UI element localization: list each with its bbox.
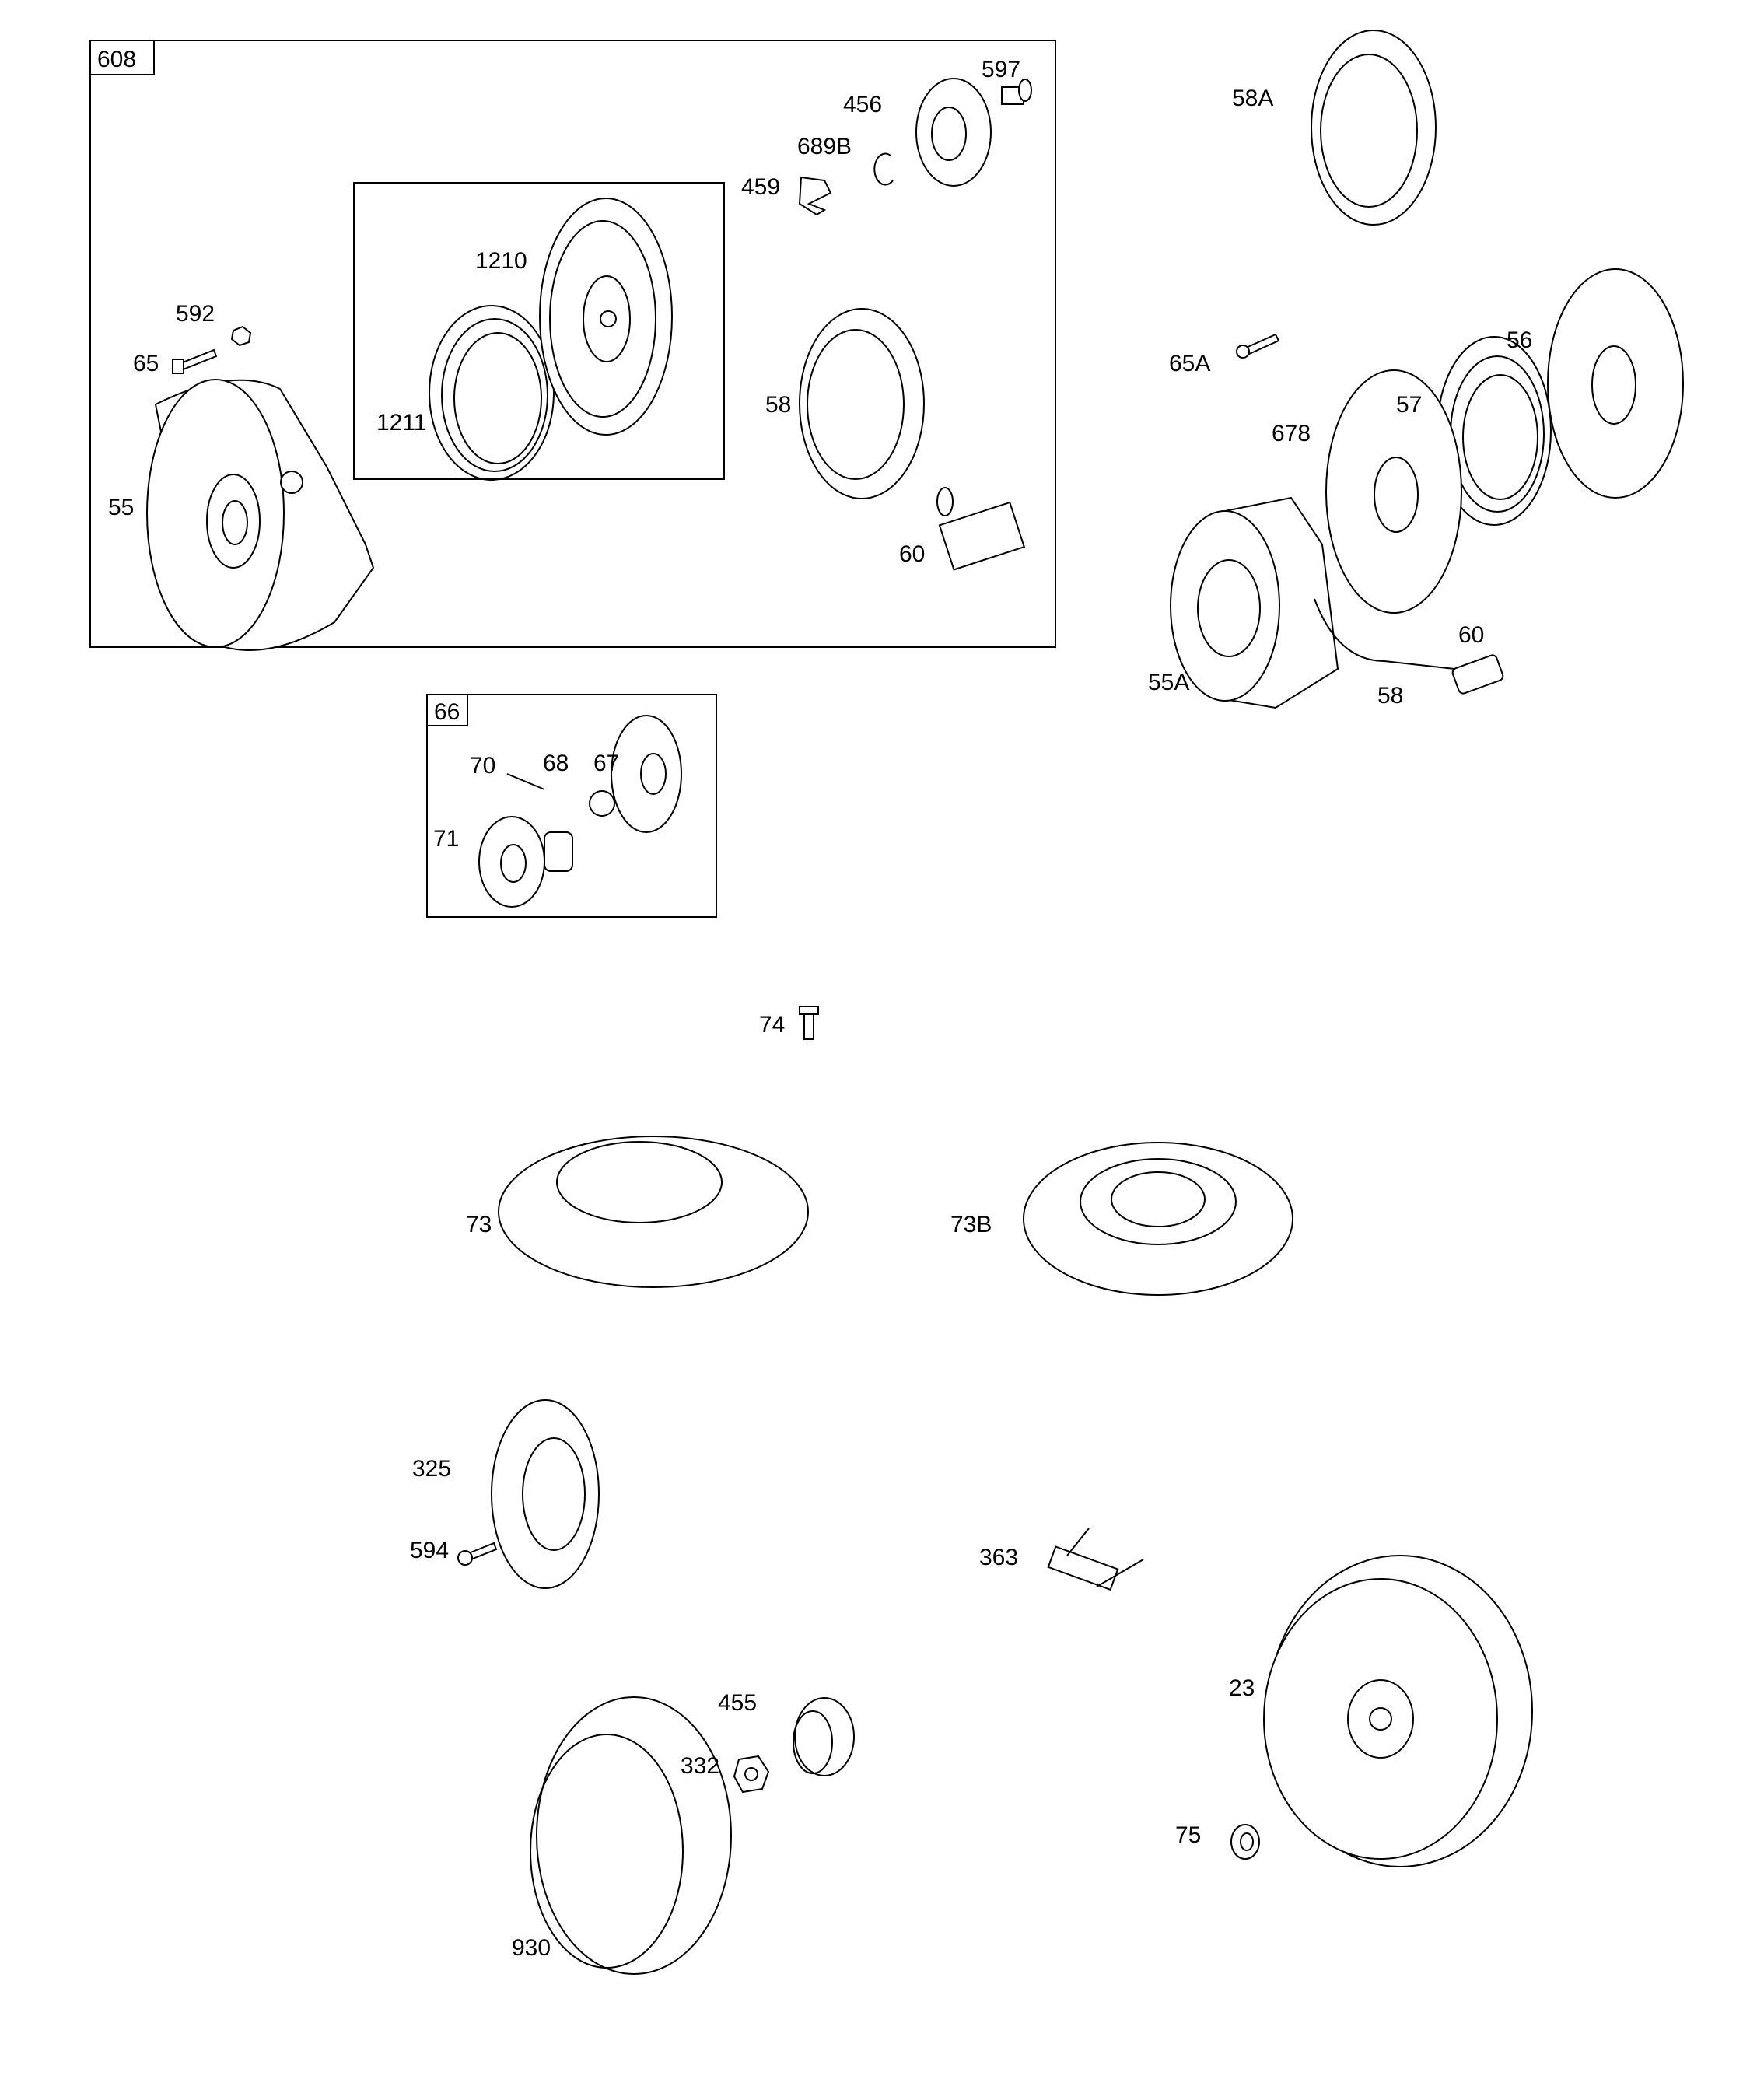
- part-68-ball[interactable]: [589, 790, 615, 817]
- part-363-bracket[interactable]: [1047, 1528, 1144, 1591]
- group-66-label: 66: [434, 699, 460, 725]
- group-608-label: 608: [97, 47, 136, 72]
- part-459-pawl[interactable]: [798, 176, 832, 216]
- label-74: 74: [759, 1012, 785, 1038]
- label-689B: 689B: [797, 134, 852, 159]
- label-594: 594: [410, 1538, 449, 1563]
- label-592: 592: [176, 301, 215, 327]
- part-1210-pulley[interactable]: [539, 198, 673, 436]
- label-73: 73: [466, 1212, 492, 1237]
- label-23: 23: [1229, 1675, 1255, 1701]
- part-58-rope[interactable]: [799, 308, 925, 499]
- label-459: 459: [741, 174, 780, 200]
- label-75: 75: [1175, 1822, 1201, 1848]
- part-55A-housing[interactable]: [1170, 496, 1455, 709]
- group-608-tag: [89, 40, 155, 75]
- part-67-cup[interactable]: [611, 715, 682, 833]
- part-73-cover[interactable]: [498, 1136, 809, 1288]
- part-332-nut[interactable]: [733, 1755, 770, 1794]
- part-56-pulley[interactable]: [1547, 268, 1684, 499]
- part-58A-rope[interactable]: [1311, 30, 1437, 226]
- label-73B: 73B: [950, 1212, 992, 1237]
- label-55: 55: [108, 495, 134, 520]
- part-456-cup[interactable]: [915, 78, 992, 187]
- part-73B-cover[interactable]: [1023, 1142, 1293, 1296]
- part-74-screw[interactable]: [799, 1006, 819, 1040]
- label-1211: 1211: [376, 410, 427, 436]
- label-363: 363: [979, 1545, 1018, 1570]
- label-71: 71: [433, 826, 459, 852]
- label-58: 58: [765, 392, 791, 418]
- part-455-adapter[interactable]: [793, 1697, 855, 1776]
- label-65: 65: [133, 351, 159, 376]
- part-689B-ring[interactable]: [873, 152, 894, 186]
- group-66-tag: [426, 694, 468, 726]
- label-58A: 58A: [1232, 86, 1273, 111]
- part-597-screw[interactable]: [1001, 79, 1032, 105]
- part-594-screw[interactable]: [457, 1542, 498, 1566]
- label-70: 70: [470, 753, 495, 779]
- part-75-washer[interactable]: [1230, 1824, 1260, 1860]
- label-56: 56: [1507, 327, 1532, 353]
- part-60-handle[interactable]: [936, 487, 1026, 571]
- subgroup-frame: [353, 182, 725, 480]
- label-325: 325: [412, 1456, 451, 1482]
- part-1211-spring[interactable]: [429, 305, 555, 481]
- part-592-nut[interactable]: [230, 325, 252, 347]
- group-66-frame: [426, 694, 717, 918]
- label-1210: 1210: [475, 248, 527, 274]
- group-608-frame: [89, 40, 1056, 648]
- label-57: 57: [1396, 392, 1422, 418]
- label-58-right: 58: [1377, 683, 1403, 709]
- part-23-flywheel[interactable]: [1263, 1555, 1533, 1867]
- part-55-starter-housing[interactable]: [146, 379, 375, 651]
- label-332: 332: [681, 1753, 719, 1779]
- label-60-right: 60: [1458, 622, 1484, 648]
- part-65A-screw[interactable]: [1236, 333, 1280, 359]
- part-678-washer[interactable]: [1325, 369, 1462, 614]
- label-678: 678: [1272, 421, 1311, 446]
- label-455: 455: [718, 1690, 757, 1716]
- label-65A: 65A: [1169, 351, 1210, 376]
- label-55A: 55A: [1148, 670, 1189, 695]
- label-930: 930: [512, 1935, 551, 1961]
- leader-70: [506, 773, 545, 790]
- part-65-screw[interactable]: [172, 348, 218, 374]
- label-60: 60: [899, 541, 925, 567]
- label-68: 68: [543, 751, 569, 776]
- label-67: 67: [593, 751, 619, 776]
- part-71-pulley[interactable]: [478, 816, 573, 908]
- label-597: 597: [982, 57, 1020, 82]
- part-60-handle-b[interactable]: [1451, 654, 1504, 695]
- part-930-screen[interactable]: [530, 1696, 732, 1975]
- part-325-cup[interactable]: [491, 1399, 600, 1589]
- label-456: 456: [843, 92, 882, 117]
